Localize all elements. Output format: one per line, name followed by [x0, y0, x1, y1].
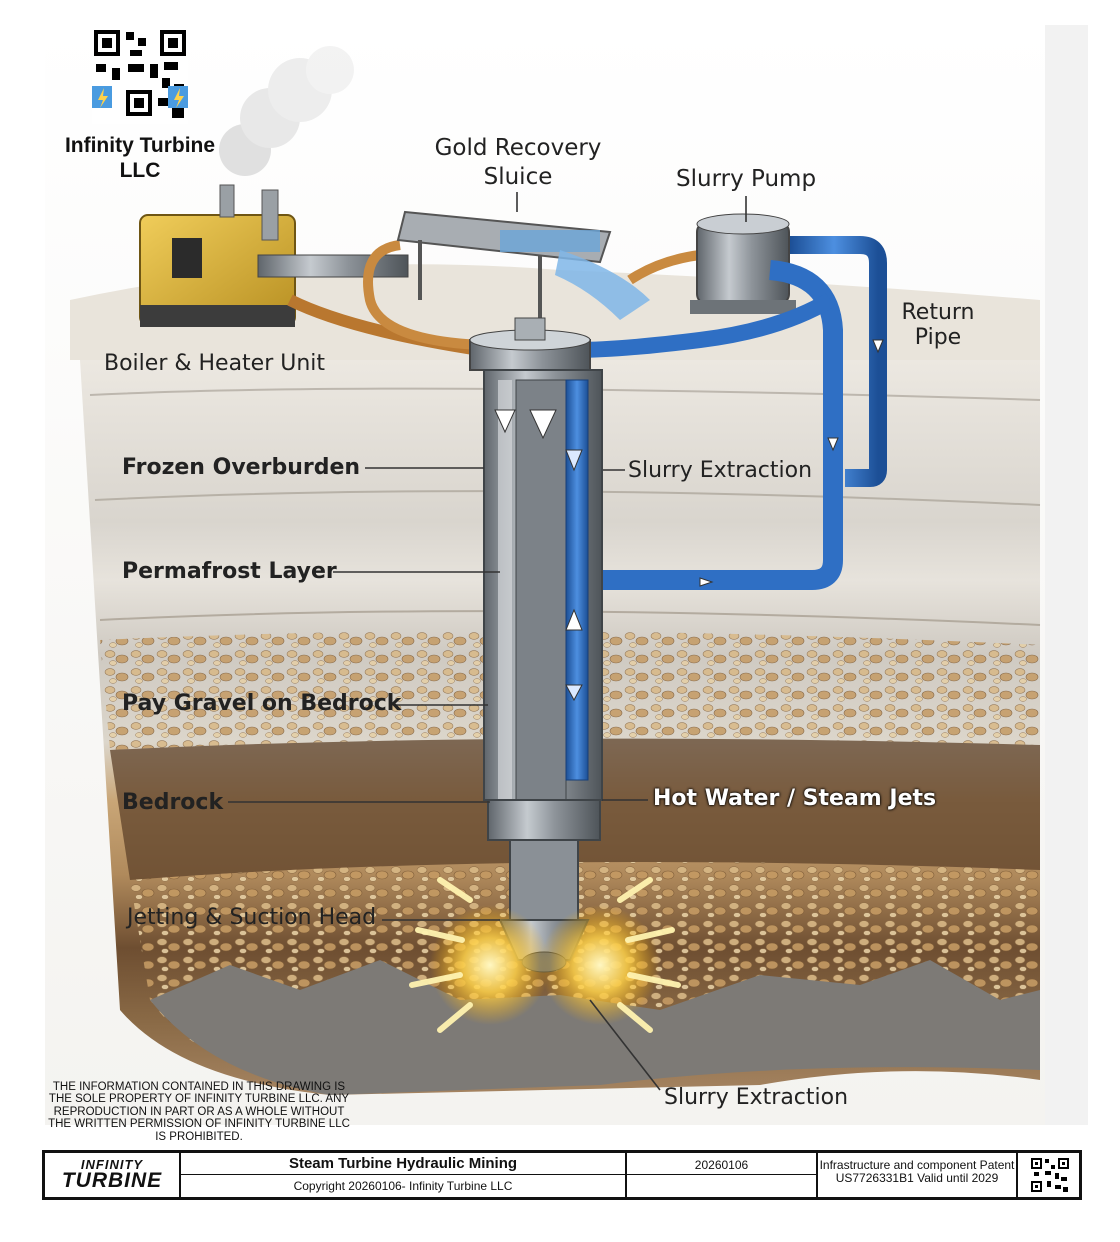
logo-line-1: INFINITY — [80, 1157, 144, 1172]
title-block-qr — [1018, 1153, 1079, 1197]
label-slurry-extraction-upper: Slurry Extraction — [628, 458, 813, 483]
label-hot-water-steam-jets: Hot Water / Steam Jets — [653, 786, 937, 811]
label-slurry-extraction-lower: Slurry Extraction — [664, 1085, 849, 1110]
jet-glow-left — [430, 905, 550, 1025]
rock-base — [150, 960, 1040, 1095]
label-return-pipe: Return Pipe — [901, 300, 975, 350]
label-jetting-suction-head: Jetting & Suction Head — [127, 905, 377, 930]
title-block-logo: INFINITY TURBINE — [45, 1153, 181, 1197]
flow-arrows — [494, 339, 884, 702]
leader-lines — [228, 192, 747, 1091]
label-boiler-heater-unit: Boiler & Heater Unit — [104, 351, 326, 376]
sluice-hose — [363, 240, 481, 350]
small-qr-code-icon — [1030, 1157, 1070, 1193]
pump-hose — [627, 250, 701, 285]
logo-line-2: TURBINE — [61, 1169, 163, 1192]
date-code: 20260106 — [627, 1153, 818, 1175]
qr-code-icon — [92, 28, 188, 124]
steam-jets — [409, 877, 681, 1033]
steam-plume — [219, 46, 354, 176]
empty-cell — [627, 1175, 818, 1197]
return-pipe — [790, 236, 887, 487]
label-gold-recovery-sluice: Gold Recovery Sluice — [434, 135, 602, 190]
wellhead — [469, 317, 591, 371]
label-slurry-pump: Slurry Pump — [676, 166, 817, 192]
jet-collar — [487, 799, 601, 841]
label-frozen-overburden: Frozen Overburden — [122, 455, 361, 480]
label-pay-gravel-on-bedrock: Pay Gravel on Bedrock — [122, 691, 402, 716]
slurry-return-line — [600, 260, 843, 590]
jet-glow-right — [540, 905, 660, 1025]
slurry-discharge-line — [574, 293, 835, 358]
label-permafrost-layer: Permafrost Layer — [122, 559, 337, 584]
drawing-title: Steam Turbine Hydraulic Mining — [181, 1153, 627, 1175]
brand-name: Infinity Turbine LLC — [64, 134, 216, 182]
label-bedrock: Bedrock — [122, 790, 224, 815]
proprietary-disclaimer: THE INFORMATION CONTAINED IN THIS DRAWIN… — [48, 1081, 350, 1143]
patent-note: Infrastructure and component Patent US77… — [818, 1153, 1018, 1197]
title-block: INFINITY TURBINE Steam Turbine Hydraulic… — [42, 1150, 1082, 1200]
copyright-text: Copyright 20260106- Infinity Turbine LLC — [181, 1175, 627, 1197]
ground-surface — [70, 264, 1040, 360]
brand-block: Infinity Turbine LLC — [50, 28, 230, 183]
slurry-pump-body — [690, 213, 796, 314]
slurry-riser — [565, 379, 589, 781]
page-edge-strip — [1045, 25, 1088, 1125]
gold-recovery-sluice — [396, 210, 650, 320]
